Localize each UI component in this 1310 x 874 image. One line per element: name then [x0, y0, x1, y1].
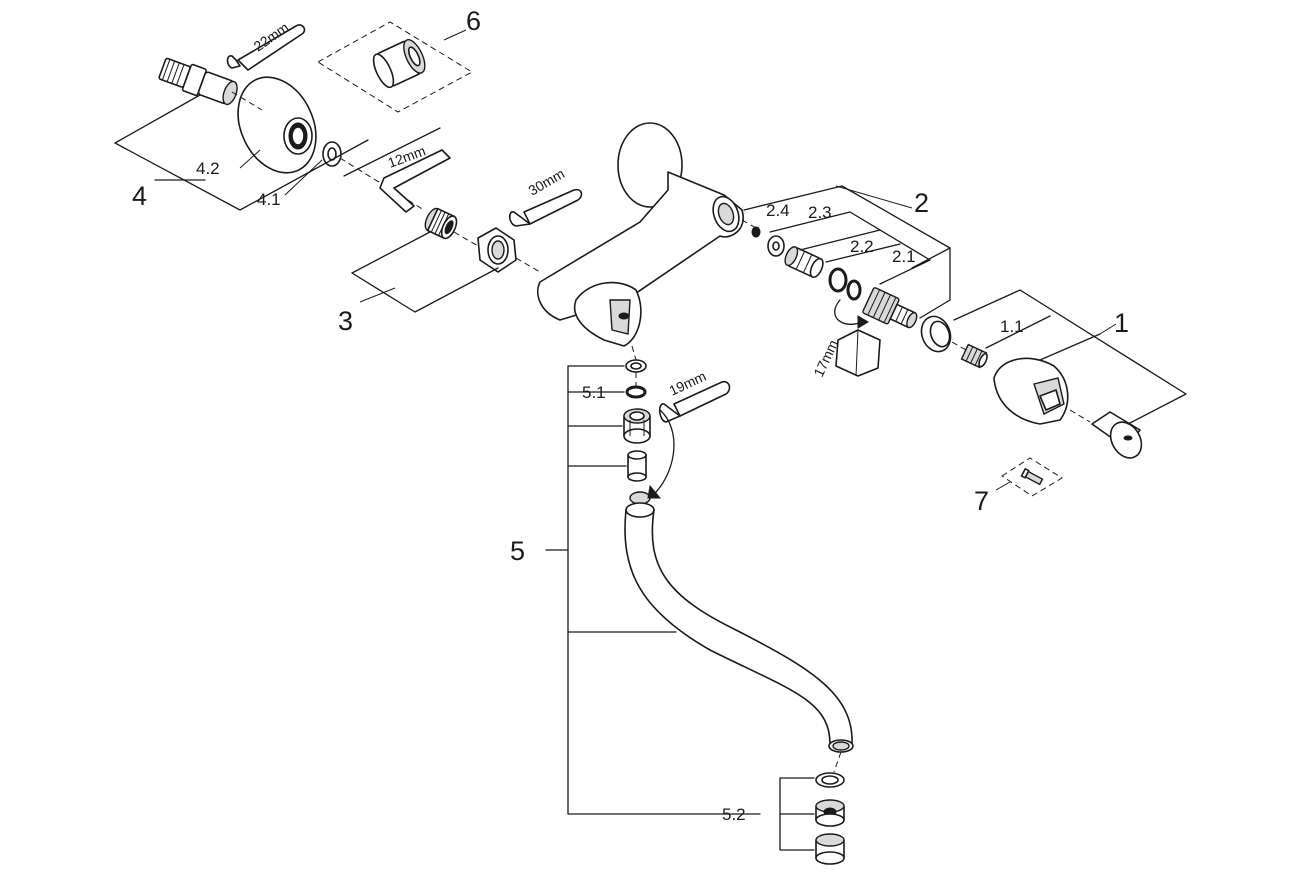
callout-5-1: 5.1 — [582, 383, 606, 402]
callout-1: 1 — [1114, 308, 1129, 338]
part-4-2-rosette — [237, 76, 317, 174]
part-5-union-nut — [623, 408, 651, 444]
callout-1-1: 1.1 — [1000, 317, 1024, 336]
part-7-screw — [995, 457, 1063, 497]
callout-7: 7 — [974, 486, 989, 516]
wrench-30mm-tool — [508, 188, 583, 227]
part-5-spout-nut-washer — [625, 359, 647, 373]
callout-4: 4 — [132, 181, 147, 211]
callout-4-1: 4.1 — [257, 190, 281, 209]
part-5-2-aerator-insert — [815, 799, 845, 827]
part-2-2-spindle-head — [784, 246, 824, 279]
part-1-1-spline-adapter — [960, 343, 988, 369]
part-2-1-o-rings — [828, 267, 862, 301]
part-2-4-small-washer — [751, 226, 761, 238]
callout-2-4: 2.4 — [766, 201, 790, 220]
callout-2-1: 2.1 — [892, 247, 916, 266]
part-1-handle — [993, 357, 1069, 425]
part-5-2-aerator-washer — [815, 772, 845, 788]
part-2-cartridge — [862, 287, 918, 329]
socket-17mm-tool — [834, 299, 881, 377]
part-3-union-nipple — [424, 207, 458, 240]
part-5-1-o-ring — [625, 385, 647, 399]
part-6-extension — [317, 21, 474, 113]
part-4-eccentric-connector — [158, 57, 238, 106]
callout-2-2: 2.2 — [850, 237, 874, 256]
part-4-1-washer — [322, 141, 342, 167]
mixer-body — [536, 122, 744, 347]
part-2-3-washer — [767, 235, 785, 257]
callout-2: 2 — [914, 188, 929, 218]
callout-4-2: 4.2 — [196, 159, 220, 178]
callout-5-2: 5.2 — [722, 805, 746, 824]
wrench-30mm-label: 30mm — [526, 165, 568, 198]
callout-5: 5 — [510, 536, 525, 566]
part-3-union-nut — [477, 227, 517, 273]
part-5-spout — [624, 491, 854, 753]
part-5-sleeve — [627, 450, 647, 482]
hex-key-12mm-tool — [379, 149, 451, 213]
callout-6: 6 — [466, 6, 481, 36]
callout-2-3: 2.3 — [808, 203, 832, 222]
part-1-escutcheon-ring — [920, 315, 952, 353]
callout-3: 3 — [338, 306, 353, 336]
part-5-2-aerator-housing — [815, 833, 845, 865]
part-1-cover-cap — [1091, 411, 1143, 459]
wrench-22mm-tool — [226, 24, 306, 71]
wrench-19mm-tool — [647, 380, 731, 499]
